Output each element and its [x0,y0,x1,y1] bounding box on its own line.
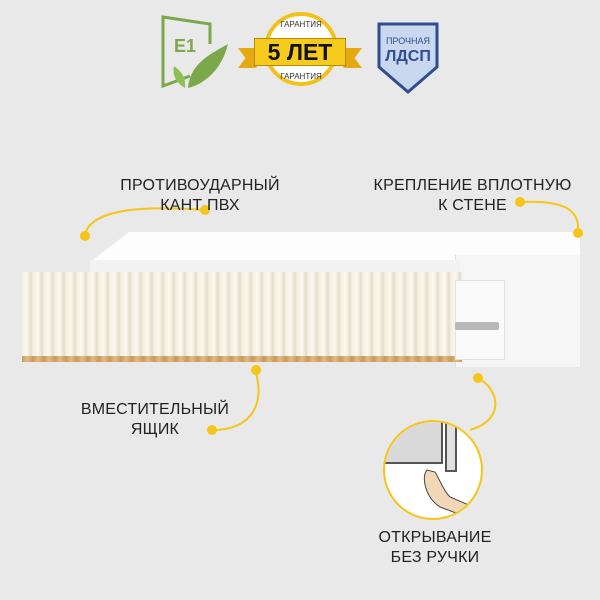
callout-drawer: ВМЕСТИТЕЛЬНЫЙ ЯЩИК [60,400,250,440]
warranty-badge: ГАРАНТИЯ 5 ЛЕТ ГАРАНТИЯ [238,8,362,94]
callout-mount: КРЕПЛЕНИЕ ВПЛОТНУЮ К СТЕНЕ [360,176,585,216]
drawer-wood-edge [22,356,462,362]
ldsp-badge: ПРОЧНАЯ ЛДСП [377,22,439,94]
warranty-main-text: 5 ЛЕТ [254,38,346,66]
callout-edge: ПРОТИВОУДАРНЫЙ КАНТ ПВХ [100,176,300,216]
drawer-side [455,280,505,360]
ldsp-line1: ПРОЧНАЯ [385,36,431,46]
opening-inset [383,420,483,520]
callout-opening: ОТКРЫВАНИЕ БЕЗ РУЧКИ [360,528,510,568]
callout-mount-line2: К СТЕНЕ [438,197,507,214]
callout-edge-line2: КАНТ ПВХ [160,197,240,214]
e1-leaf-icon [161,15,228,89]
callout-edge-line1: ПРОТИВОУДАРНЫЙ [120,177,280,194]
drawer-runner [455,322,499,330]
drawer-front-fluted [22,272,462,358]
callout-drawer-line2: ЯЩИК [130,421,180,438]
warranty-arc-bottom: ГАРАНТИЯ [280,72,322,81]
e1-badge: E1 [160,14,230,92]
warranty-arc-top: ГАРАНТИЯ [280,20,322,29]
ldsp-line2: ЛДСП [385,48,431,65]
callout-drawer-line1: ВМЕСТИТЕЛЬНЫЙ [80,401,230,418]
callout-mount-line1: КРЕПЛЕНИЕ ВПЛОТНУЮ [373,177,572,194]
callout-opening-line2: БЕЗ РУЧКИ [390,549,480,566]
hand-icon [423,469,481,518]
callout-opening-line1: ОТКРЫВАНИЕ [378,529,492,546]
e1-text: E1 [174,36,197,56]
